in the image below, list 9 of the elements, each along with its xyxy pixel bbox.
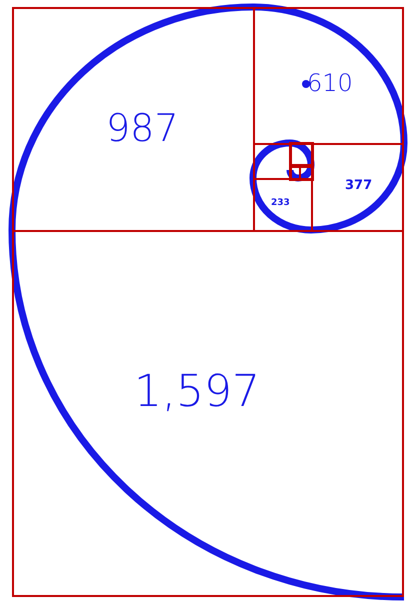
square-label: 1,597: [134, 370, 260, 414]
square-label: 233: [271, 199, 290, 208]
square-label: 610: [307, 71, 353, 95]
square-label: 987: [106, 109, 179, 147]
fibonacci-square: [253, 7, 404, 145]
fibonacci-square: [12, 7, 255, 232]
fibonacci-square: [12, 230, 404, 597]
fibonacci-square: [311, 143, 404, 232]
square-label: 377: [345, 179, 372, 192]
